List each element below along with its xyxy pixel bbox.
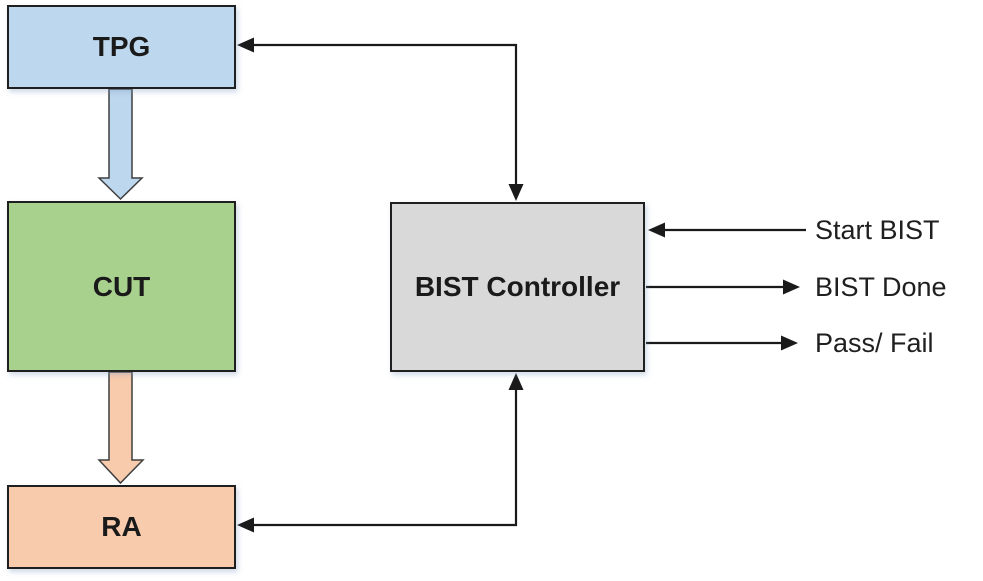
signal-bist-done-arrow [646, 279, 800, 295]
arrowhead-into-tpg-icon [237, 37, 254, 53]
block-arrow-tpg-to-cut-icon [97, 88, 144, 201]
arrowhead-into-ra-icon [237, 517, 254, 533]
start-bist-signal-label: Start BIST [815, 214, 940, 245]
cut-label: CUT [92, 270, 151, 302]
ra-label: RA [101, 511, 142, 542]
bist-controller-label: BIST Controller [414, 271, 621, 302]
arrowhead-into-controller-top-icon [508, 184, 524, 201]
tpg-label: TPG [92, 31, 151, 62]
ra-block: RA [7, 485, 236, 569]
arrowhead-start-bist-icon [648, 222, 665, 238]
block-arrow-cut-to-ra-shape [97, 371, 145, 485]
signal-pass-fail-arrow [646, 335, 798, 351]
connector-controller-tpg [237, 37, 524, 201]
cut-block: CUT [7, 201, 236, 372]
connector-controller-ra [237, 373, 524, 533]
tpg-block: TPG [7, 5, 236, 89]
signal-start-bist-arrow [648, 222, 806, 238]
bist-controller-block: BIST Controller [390, 202, 645, 372]
block-arrow-cut-to-ra-icon [97, 371, 145, 485]
block-arrow-tpg-to-cut-shape [97, 88, 144, 201]
arrowhead-bist-done-icon [783, 279, 800, 295]
pass-fail-signal-label: Pass/ Fail [815, 327, 934, 358]
bist-done-signal-label: BIST Done [815, 271, 947, 302]
arrowhead-pass-fail-icon [781, 335, 798, 351]
connector-controller-tpg-line [251, 43, 518, 187]
arrowhead-into-controller-bottom-icon [508, 373, 524, 390]
connector-controller-ra-line [251, 387, 518, 527]
